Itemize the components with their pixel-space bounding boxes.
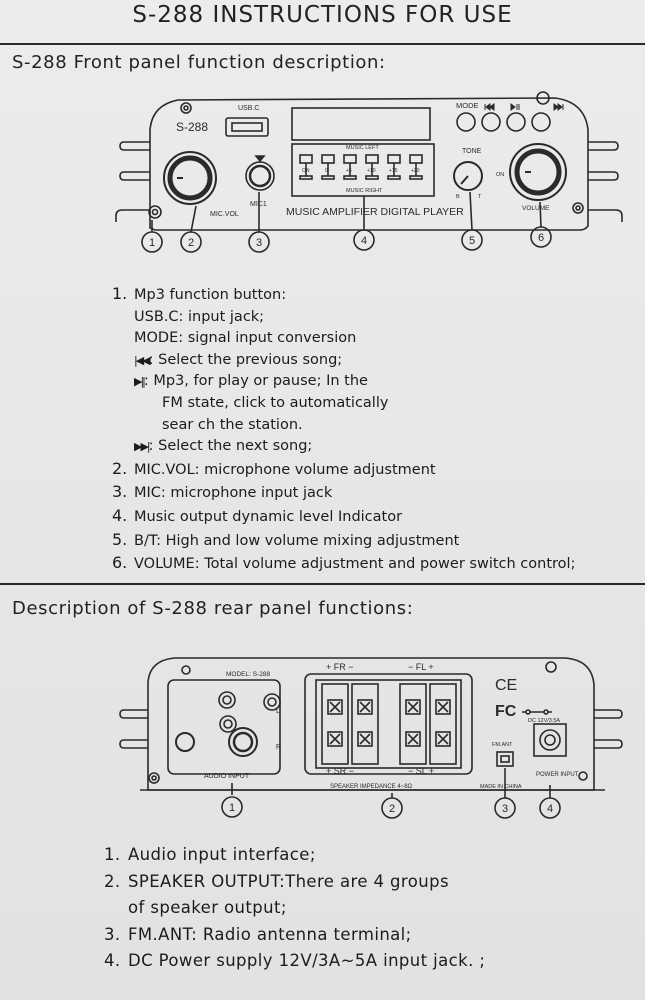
music-left-label: MUSIC LEFT	[346, 145, 379, 151]
front-caption: MUSIC AMPLIFIER DIGITAL PLAYER	[286, 206, 464, 218]
play-pause-icon: ▶||	[134, 375, 146, 389]
audio-input-label: AUDIO INPUT	[204, 773, 250, 780]
rear-section-heading: Description of S-288 rear panel function…	[12, 598, 414, 619]
list-item: 3.MIC: microphone input jack	[112, 482, 333, 502]
ce-mark: CE	[495, 677, 517, 694]
level-label: +10	[367, 168, 376, 174]
callout-number: 2	[188, 237, 194, 249]
speaker-impedance-label: SPEAKER IMPEDANCE 4~8Ω	[330, 784, 413, 790]
usb-port	[225, 117, 269, 137]
level-indicator	[299, 154, 423, 180]
prev-icon: |◀◀	[134, 353, 151, 367]
power-input-label: POWER INPUT	[536, 772, 579, 778]
list-item: 1.Audio input interface;	[104, 845, 316, 864]
page-title: S-288 INSTRUCTIONS FOR USE	[132, 2, 513, 28]
next-button	[531, 112, 551, 132]
mic-vol-knob	[163, 151, 217, 205]
fm-ant-label: FM.ANT	[492, 742, 513, 748]
rear-function-list: 1.Audio input interface; 2.SPEAKER OUTPU…	[104, 842, 624, 975]
list-item: 1.Mp3 function button:	[112, 284, 287, 303]
section-divider	[0, 583, 645, 585]
rear-model-label: MODEL: S-288	[226, 671, 270, 678]
callout-number: 3	[256, 237, 262, 249]
volume-label: VOLUME	[522, 205, 550, 212]
level-label: +15	[389, 168, 398, 174]
callout-number: 3	[502, 803, 508, 815]
front-panel-diagram: S-288 USB.C MODE TONE MIC.VOL MIC1 VOLUM…	[115, 91, 623, 253]
list-item: 3.FM.ANT: Radio antenna terminal;	[104, 924, 412, 944]
power-jack	[533, 723, 567, 757]
mic-label: MIC1	[250, 201, 267, 208]
audio-input-box	[167, 679, 281, 775]
level-label: +5	[346, 168, 352, 174]
list-item: 2.SPEAKER OUTPUT:There are 4 groups	[104, 871, 449, 891]
tone-label: TONE	[462, 148, 482, 155]
level-label: +20	[411, 168, 420, 174]
next-icon: ▶▶|	[134, 440, 151, 454]
list-item: MODE: signal input conversion	[134, 330, 357, 347]
list-item: 4.DC Power supply 12V/3A~5A input jack. …	[104, 951, 486, 970]
callout-number: 4	[547, 803, 553, 815]
callout-number: 6	[538, 232, 544, 244]
callout-number: 4	[361, 235, 367, 247]
music-right-label: MUSIC RIGHT	[346, 188, 383, 194]
callout-number: 5	[469, 235, 475, 247]
dc-rating-label: DC 12V/3.5A	[528, 718, 560, 724]
sl-label: − SL +	[408, 766, 434, 776]
list-item: 4.Music output dynamic level Indicator	[112, 505, 403, 525]
list-item: FM state, click to automatically	[162, 394, 389, 411]
list-item: 2.MIC.VOL: microphone volume adjustment	[112, 458, 436, 478]
level-label: 0	[325, 168, 328, 174]
front-section-heading: S-288 Front panel function description:	[12, 52, 386, 73]
list-item: ▶▶|: Select the next song;	[134, 438, 313, 455]
list-item: USB.C: input jack;	[134, 308, 265, 325]
mic-vol-label: MIC.VOL	[210, 211, 239, 218]
callout-number: 1	[149, 237, 155, 249]
fr-label: + FR −	[326, 662, 354, 672]
speaker-terminals	[321, 683, 457, 765]
callout-number: 2	[389, 803, 395, 815]
made-in-label: MADE IN CHINA	[480, 784, 522, 790]
usb-label: USB.C	[238, 105, 259, 112]
transport-icons	[484, 103, 564, 111]
list-item: 6.VOLUME: Total volume adjustment and po…	[112, 553, 576, 573]
mode-button	[456, 112, 476, 132]
power-on-label: ON	[496, 172, 504, 178]
level-label: ON	[302, 168, 310, 174]
list-item: of speaker output;	[128, 898, 287, 917]
right-channel-label: R	[276, 744, 281, 751]
list-item: ▶||: Mp3, for play or pause; In the	[134, 373, 368, 390]
tone-knob	[453, 161, 483, 191]
fl-label: − FL +	[408, 662, 434, 672]
fm-antenna-terminal	[496, 751, 514, 767]
rear-panel-diagram: MODEL: S-288 L R AUDIO INPUT + FR − − FL…	[119, 657, 623, 819]
play-pause-button	[506, 112, 526, 132]
volume-knob	[509, 143, 567, 201]
mode-label: MODE	[456, 101, 479, 110]
sr-label: + SR −	[326, 766, 354, 776]
top-divider	[0, 43, 645, 45]
list-item: 5.B/T: High and low volume mixing adjust…	[112, 529, 460, 549]
audio-input-jack	[228, 727, 258, 757]
rear-panel-outline	[147, 657, 595, 791]
treble-label: T	[478, 194, 482, 200]
display-window	[291, 107, 431, 141]
list-item: |◀◀: Select the previous song;	[134, 351, 343, 368]
speaker-terminal-block	[304, 673, 473, 775]
bass-label: B	[456, 194, 460, 200]
front-function-list: 1.Mp3 function button: USB.C: input jack…	[112, 283, 632, 576]
prev-button	[481, 112, 501, 132]
front-panel-outline	[149, 97, 589, 231]
front-model-label: S-288	[176, 120, 208, 134]
callout-number: 1	[229, 802, 235, 814]
fc-mark: FC	[495, 703, 517, 720]
list-item: sear ch the station.	[162, 416, 303, 433]
left-channel-label: L	[276, 708, 280, 715]
